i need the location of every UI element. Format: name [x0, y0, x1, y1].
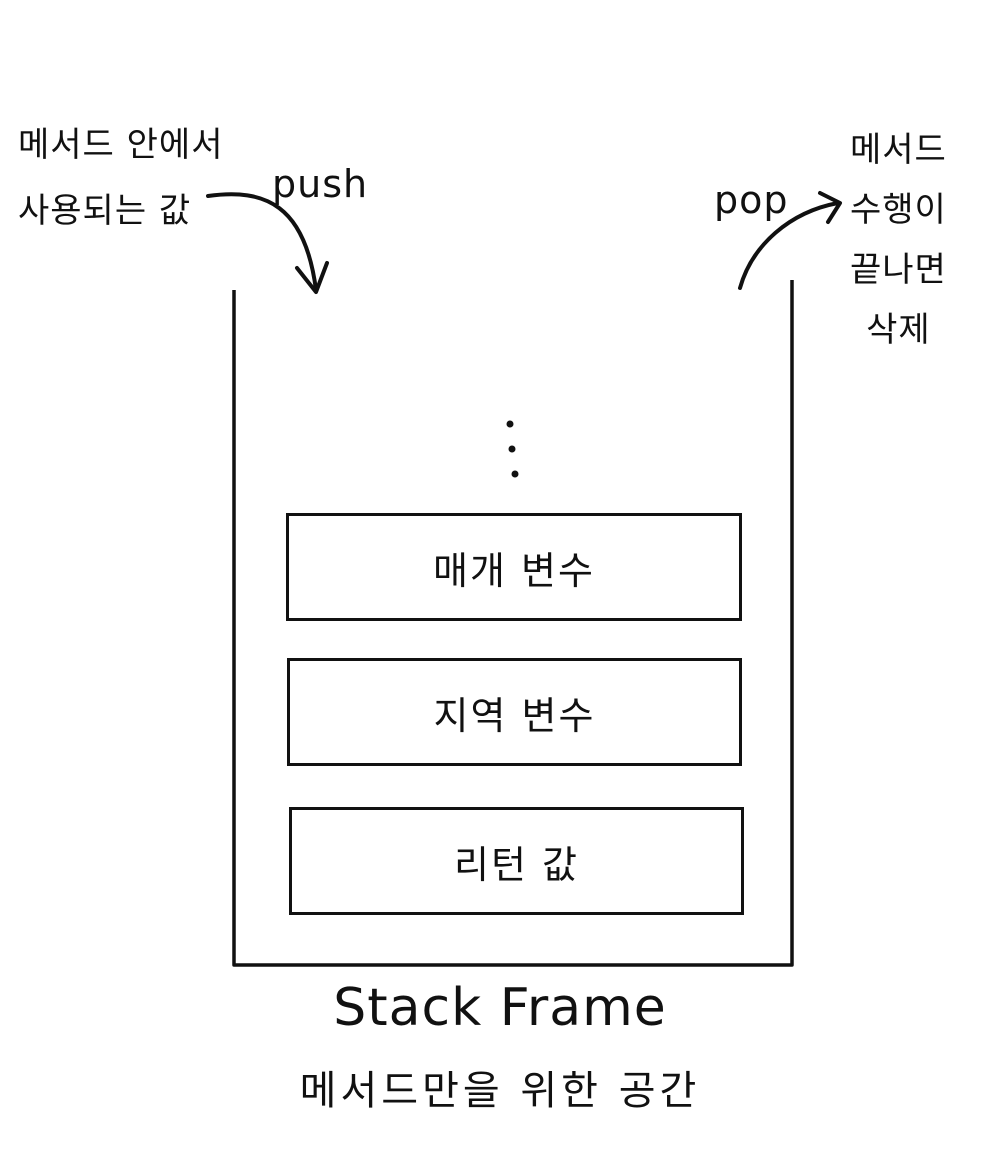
pop-arrow-head	[818, 191, 842, 224]
stack-container	[232, 280, 794, 967]
ellipsis-dot	[508, 445, 516, 453]
stack-item-local-variables: 지역 변수	[287, 658, 742, 766]
ellipsis-dot	[506, 420, 514, 428]
stack-frame-sublabel: 메서드만을 위한 공간	[299, 1068, 701, 1114]
push-arrow-head	[295, 261, 329, 294]
push-label: push	[272, 162, 369, 206]
left-annotation: 메서드 안에서 사용되는 값	[18, 112, 224, 244]
right-annotation-line: 수행이	[850, 190, 947, 230]
stack-item-return-value: 리턴 값	[289, 807, 744, 915]
ellipsis-dot	[511, 470, 519, 478]
right-annotation-line: 끝나면	[850, 250, 947, 290]
stack-frame-label: Stack Frame	[333, 978, 667, 1038]
pop-arrow	[738, 201, 840, 290]
stack-item-parameters: 매개 변수	[286, 513, 742, 621]
right-annotation-line: 삭제	[866, 310, 931, 350]
push-arrow	[206, 192, 318, 292]
left-annotation-line: 메서드 안에서	[18, 125, 224, 165]
right-annotation-line: 메서드	[850, 130, 947, 170]
pop-label: pop	[714, 178, 789, 222]
left-annotation-line: 사용되는 값	[18, 191, 192, 231]
right-annotation: 메서드 수행이 끝나면 삭제	[850, 120, 947, 360]
